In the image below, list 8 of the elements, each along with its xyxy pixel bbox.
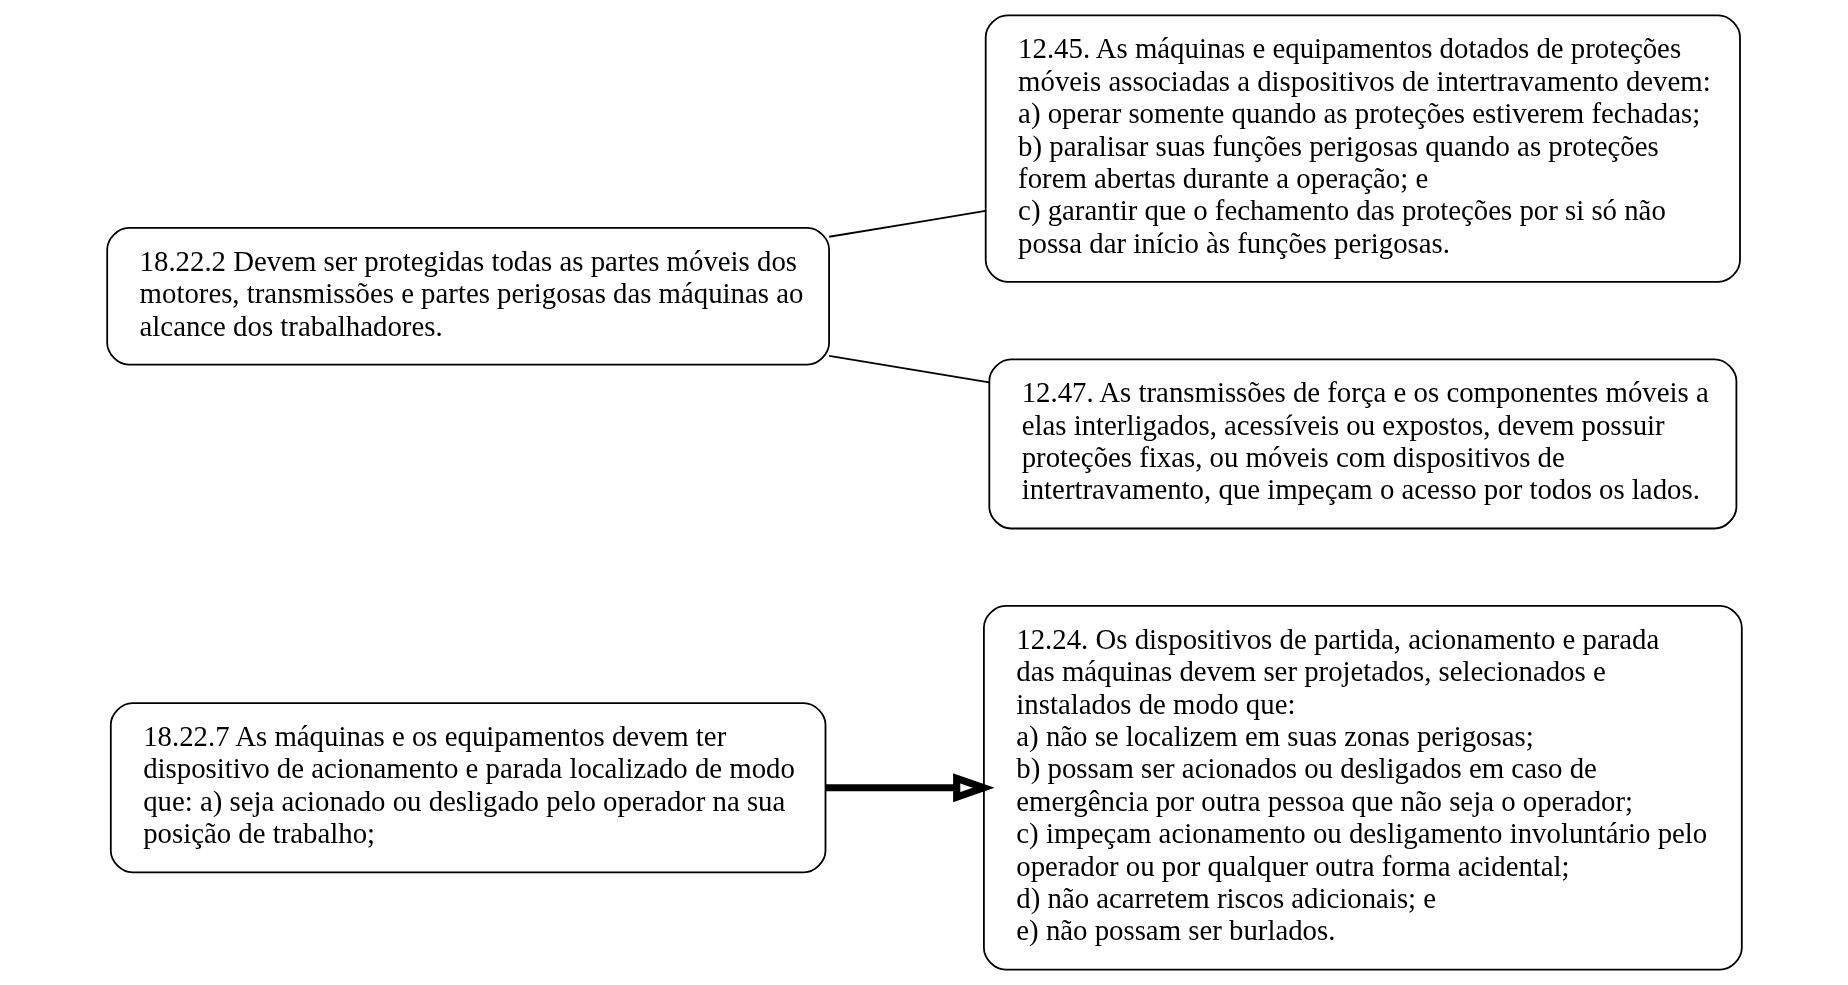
node-box: 18.22.2 Devem ser protegidas todas as partes móveis dos motores, transmissões e partes perigosas das máquinas ao alcance dos trabalhadores.	[105, 226, 830, 366]
node-box: 12.47. As transmissões de força e os componentes móveis a elas interligados, acessíveis ou expostos, devem possuir proteções fixas, ou móveis com dispositivos de intertravamento, que impeçam o acesso por todos os lados.	[987, 358, 1737, 530]
node-box: 12.45. As máquinas e equipamentos dotados de proteções móveis associadas a dispositivos de intertravamento devem: a) operar somente quando as proteções estiverem fechadas; b) paralisar suas funções perigosas quando as proteções forem abertas durante a operação; e c) garantir que o fechamento das proteções por si só não possa dar início às funções perigosas.	[984, 14, 1741, 283]
arrow	[825, 773, 995, 803]
connector	[827, 354, 990, 384]
connector	[827, 209, 986, 238]
node-box: 18.22.7 As máquinas e os equipamentos devem ter dispositivo de acionamento e parada localizado de modo que: a) seja acionado ou desligado pelo operador na sua posição de trabalho;	[109, 702, 826, 874]
node-box: 12.24. Os dispositivos de partida, acionamento e parada das máquinas devem ser projetados, selecionados e instalados de modo que: a) não se localizem em suas zonas perigosas; b) possam ser acionados ou desligados em caso de emergência por outra pessoa que não seja o operador; c) impeçam acionamento ou desligamento involuntário pelo operador ou por qualquer outra forma acidental; d) não acarretem riscos adicionais; e e) não possam ser burlados.	[982, 605, 1743, 971]
